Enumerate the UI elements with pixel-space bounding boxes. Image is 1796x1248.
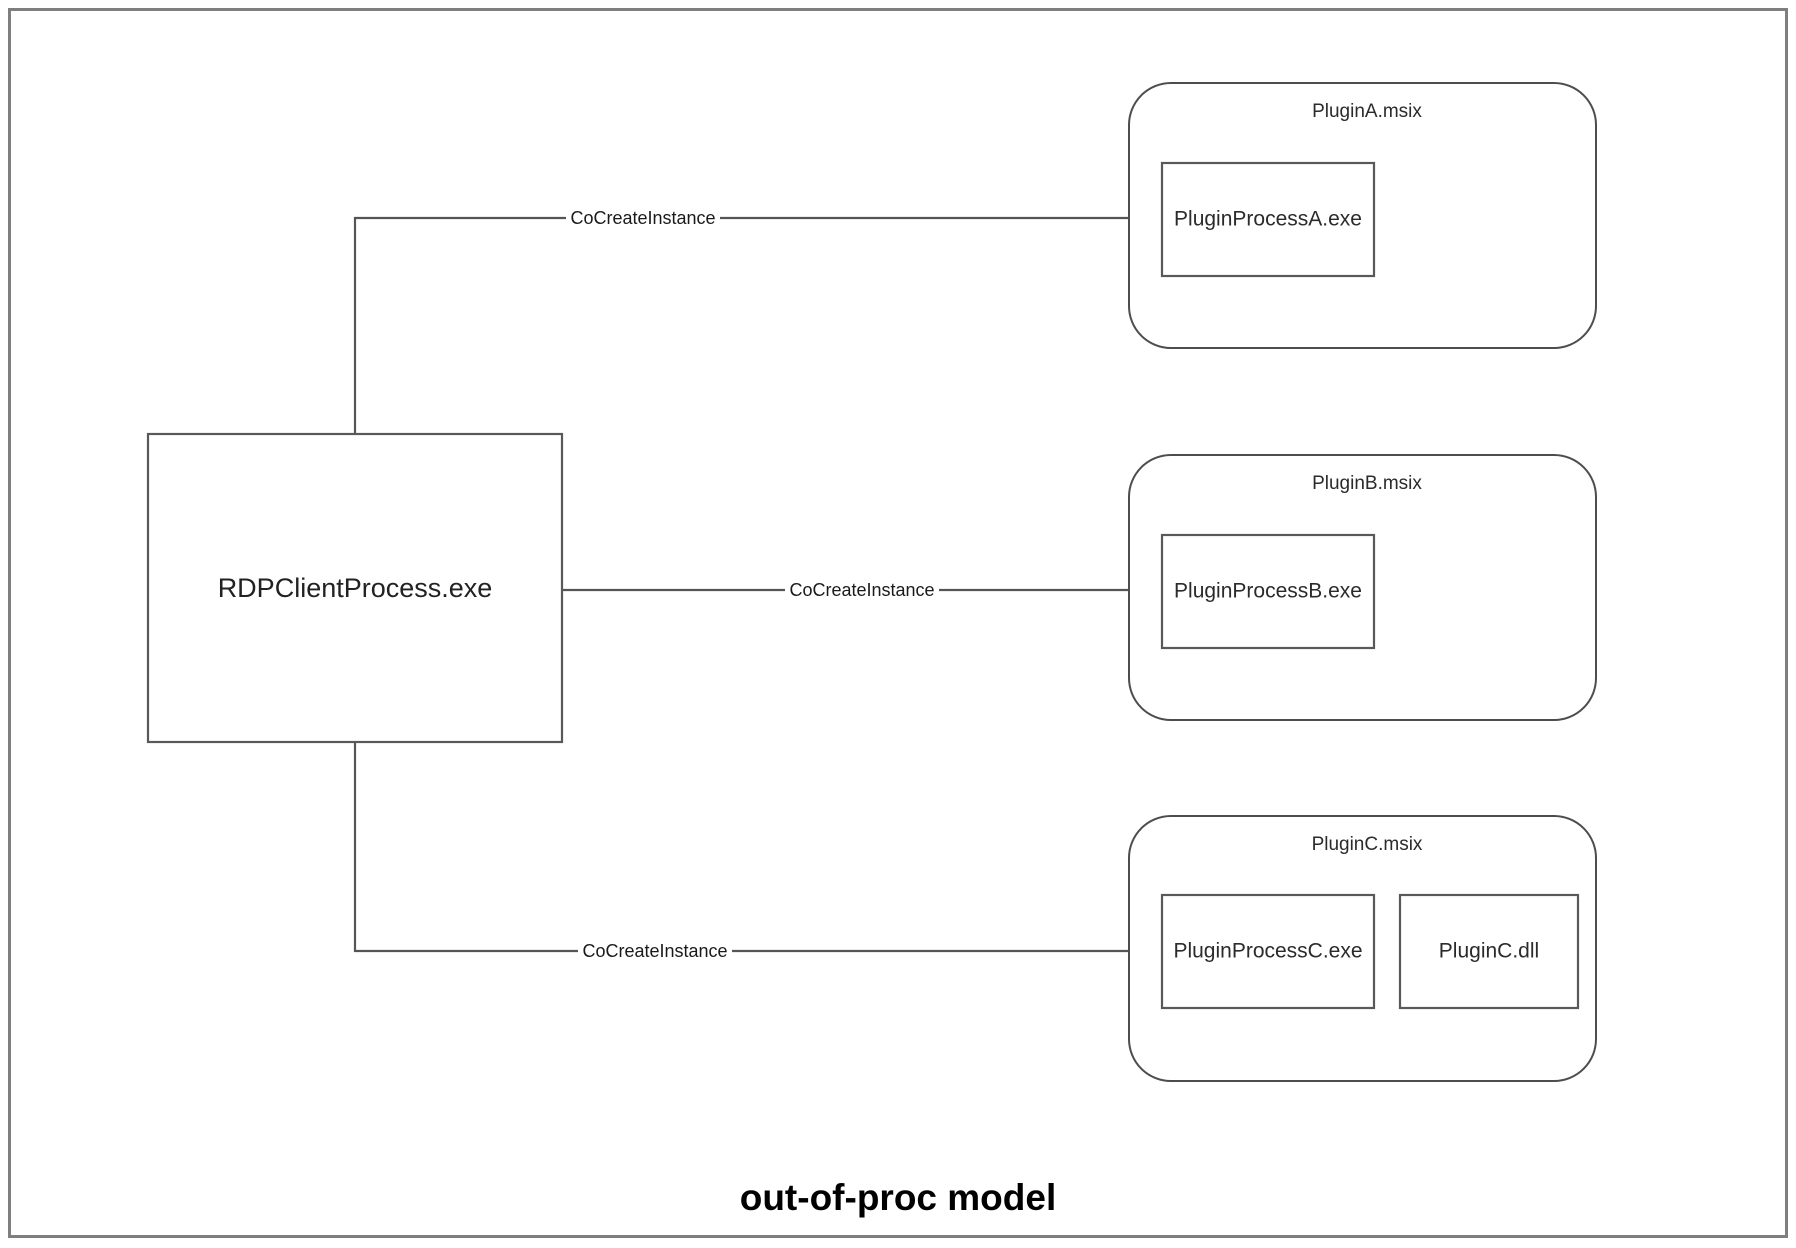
node-plugin-process-b[interactable]: PluginProcessB.exe <box>1160 533 1376 650</box>
group-plugin-a[interactable]: PluginA.msix PluginProcessA.exe <box>1128 82 1597 349</box>
group-label-plugin-b: PluginB.msix <box>1312 473 1422 494</box>
connector-to-plugin-c: CoCreateInstance <box>353 742 1162 963</box>
main-process-box[interactable] <box>146 432 564 744</box>
edge-label-bg-b <box>785 578 939 602</box>
diagram-caption: out-of-proc model <box>740 1177 1057 1218</box>
connector-path-a <box>353 216 1150 434</box>
label-plugin-c-dll: PluginC.dll <box>1439 940 1539 963</box>
box-plugin-process-a[interactable] <box>1160 161 1376 278</box>
node-plugin-process-c[interactable]: PluginProcessC.exe <box>1160 893 1376 1010</box>
group-label-plugin-a: PluginA.msix <box>1312 101 1422 122</box>
box-plugin-process-b[interactable] <box>1160 533 1376 650</box>
group-plugin-b[interactable]: PluginB.msix PluginProcessB.exe <box>1128 454 1597 721</box>
box-plugin-c-dll[interactable] <box>1398 893 1580 1010</box>
connector-path-c <box>353 742 1150 953</box>
group-plugin-c[interactable]: PluginC.msix PluginProcessC.exe PluginC.… <box>1128 815 1597 1082</box>
main-process-label: RDPClientProcess.exe <box>218 573 493 603</box>
label-plugin-process-a: PluginProcessA.exe <box>1174 208 1362 231</box>
main-process-node[interactable]: RDPClientProcess.exe <box>146 432 564 744</box>
edge-label-b: CoCreateInstance <box>789 580 934 600</box>
edge-label-a: CoCreateInstance <box>570 208 715 228</box>
edge-label-bg-a <box>566 206 720 230</box>
group-label-plugin-c: PluginC.msix <box>1312 834 1423 855</box>
edge-label-c: CoCreateInstance <box>582 941 727 961</box>
box-plugin-process-c[interactable] <box>1160 893 1376 1010</box>
edge-label-bg-c <box>578 939 732 963</box>
node-plugin-process-a[interactable]: PluginProcessA.exe <box>1160 161 1376 278</box>
label-plugin-process-c: PluginProcessC.exe <box>1173 940 1362 963</box>
label-plugin-process-b: PluginProcessB.exe <box>1174 580 1362 603</box>
node-plugin-c-dll[interactable]: PluginC.dll <box>1398 893 1580 1010</box>
